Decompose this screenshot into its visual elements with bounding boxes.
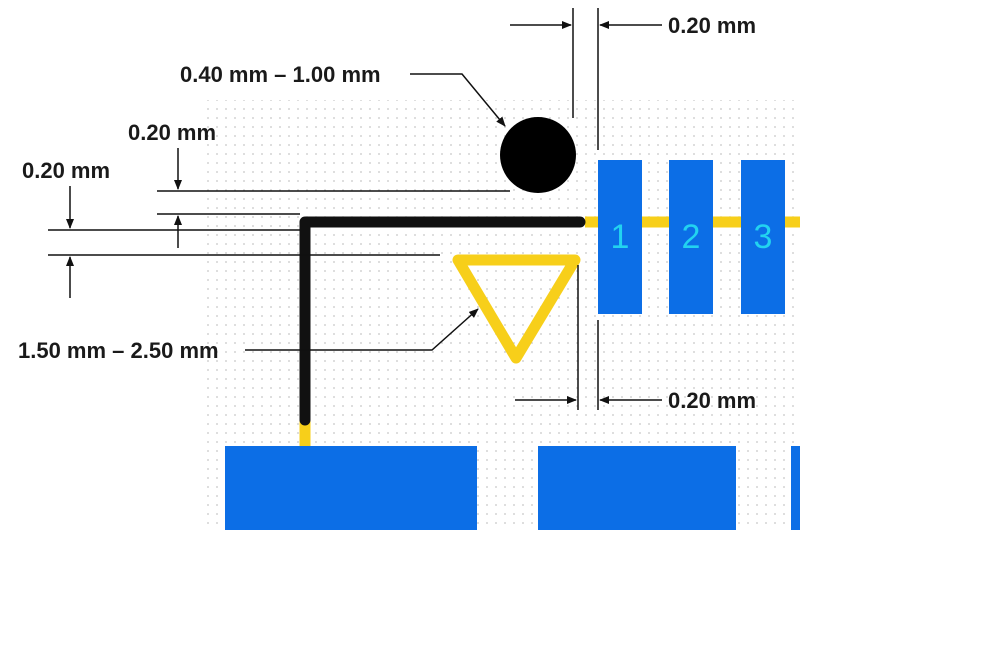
pin-label-2: 2 bbox=[682, 218, 701, 256]
dimension-lines bbox=[48, 8, 662, 410]
silkscreen-outline-line bbox=[299, 216, 586, 426]
large-pad-left bbox=[225, 446, 477, 530]
triangle-marker bbox=[452, 254, 581, 364]
large-pad-right-partial bbox=[791, 446, 800, 530]
label-pad-spacing-bottom: 0.20 mm bbox=[668, 388, 756, 413]
pin-label-3: 3 bbox=[754, 218, 773, 256]
pin-one-indicator-dot bbox=[500, 117, 576, 193]
large-pad-middle bbox=[538, 446, 736, 530]
label-pad-spacing-top: 0.20 mm bbox=[668, 13, 756, 38]
pad-1 bbox=[598, 160, 642, 314]
label-line-offset: 0.20 mm bbox=[128, 120, 216, 145]
label-circle-diameter: 0.40 mm – 1.00 mm bbox=[180, 62, 381, 87]
label-triangle-size: 1.50 mm – 2.50 mm bbox=[18, 338, 219, 363]
pin-label-1: 1 bbox=[611, 218, 630, 256]
pad-2 bbox=[669, 160, 713, 314]
label-line-width: 0.20 mm bbox=[22, 158, 110, 183]
pad-3 bbox=[741, 160, 785, 314]
